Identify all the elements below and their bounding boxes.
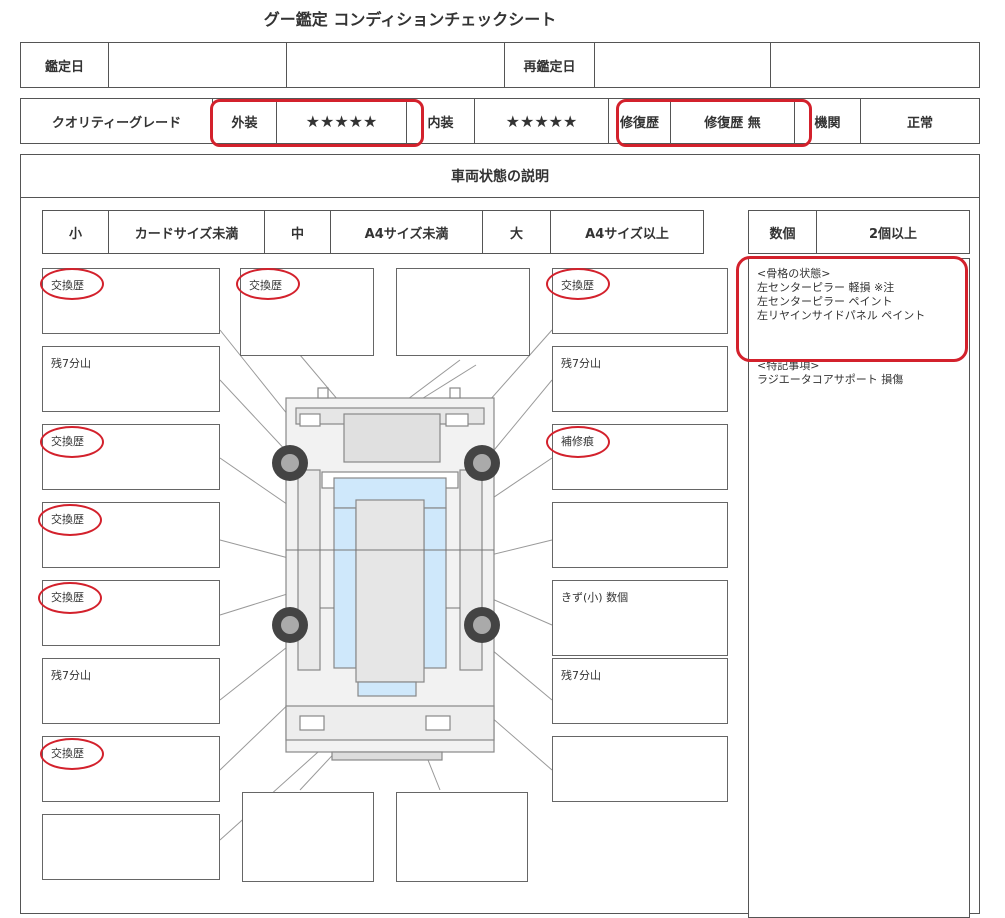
appraisal-date-label: 鑑定日 [21,43,109,87]
appraisal-date-value [109,43,287,87]
part-box-bottom-2 [396,792,528,882]
exterior-label: 外装 [213,99,277,143]
legend-small-label: 小 [43,211,109,253]
reappraisal-date-label: 再鑑定日 [505,43,595,87]
legend-medium-label: 中 [265,211,331,253]
frame-status-highlight [736,256,968,362]
section-header: 車両状態の説明 [20,154,980,198]
highlight-circle [40,738,104,770]
interior-label: 内装 [407,99,475,143]
repair-history-label: 修復歴 [609,99,671,143]
engine-label: 機関 [795,99,861,143]
highlight-circle [40,426,104,458]
part-box-left-2: 残7分山 [42,346,220,412]
interior-stars: ★★★★★ [475,99,609,143]
legend-count-desc: 2個以上 [868,226,918,242]
highlight-circle [546,426,610,458]
blank-cell [287,43,505,87]
frame-status: <骨格の状態> 左センターピラー 軽損 ※注 左センターピラー ペイント 左リヤ… [757,267,925,323]
frame-status-item: 左センターピラー ペイント [757,295,893,308]
exterior-stars: ★★★★★ [277,99,407,143]
size-legend: 小 カードサイズ未満 中 A4サイズ未満 大 A4サイズ以上 [42,210,704,254]
count-legend: 数個 2個以上 [748,210,970,254]
highlight-circle [236,268,300,300]
repair-highlight [616,99,812,147]
part-box-right-6: 残7分山 [552,658,728,724]
legend-small-desc: カードサイズ未満 [109,211,265,253]
part-box-right-7 [552,736,728,802]
legend-count-label: 数個 [749,211,817,253]
special-notes-title: <特記事項> [757,359,820,372]
repair-history-value: 修復歴 無 [671,99,795,143]
exterior-highlight [210,99,424,147]
engine-value: 正常 [906,115,933,131]
reappraisal-date-value [595,43,771,87]
legend-medium-desc: A4サイズ未満 [331,211,483,253]
part-box-right-2: 残7分山 [552,346,728,412]
highlight-circle [546,268,610,300]
part-box-left-8 [42,814,220,880]
highlight-circle [40,268,104,300]
part-box-right-4 [552,502,728,568]
section-title: 車両状態の説明 [451,168,549,185]
status-panel: <骨格の状態> 左センターピラー 軽損 ※注 左センターピラー ペイント 左リヤ… [748,258,970,918]
highlight-circle [38,504,102,536]
frame-status-item: 左センターピラー 軽損 ※注 [757,281,895,294]
special-notes-item: ラジエータコアサポート 損傷 [757,373,904,386]
frame-status-title: <骨格の状態> [757,267,831,280]
frame-status-item: 左リヤインサイドパネル ペイント [757,309,926,322]
special-notes: <特記事項> ラジエータコアサポート 損傷 [757,359,903,387]
legend-large-desc: A4サイズ以上 [585,226,669,242]
part-box-top-2 [396,268,530,356]
highlight-circle [38,582,102,614]
part-box-bottom-1 [242,792,374,882]
quality-row: クオリティーグレード 外装 ★★★★★ 内装 ★★★★★ 修復歴 修復歴 無 機… [20,98,980,144]
date-row: 鑑定日 再鑑定日 [20,42,980,88]
part-box-right-5: きず(小) 数個 [552,580,728,656]
part-box-left-6: 残7分山 [42,658,220,724]
legend-large-label: 大 [483,211,551,253]
sheet-title: グー鑑定 コンディションチェックシート [263,10,557,29]
